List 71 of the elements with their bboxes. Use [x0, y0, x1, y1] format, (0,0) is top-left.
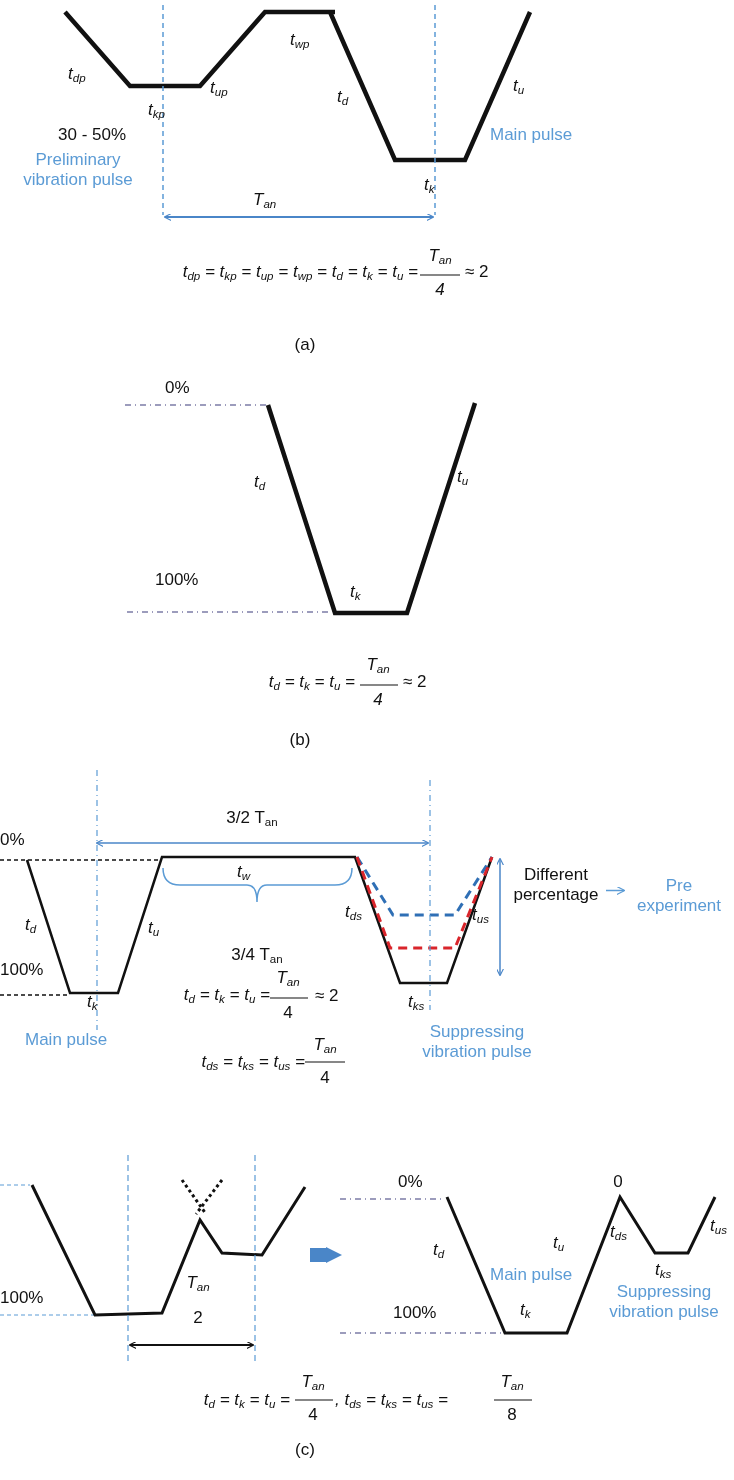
time-symbol: t$_{us}$ [710, 1216, 727, 1236]
time-symbol: t$_{k}$ [350, 582, 361, 602]
level-label: 30 - 50% [58, 125, 127, 145]
time-symbol: t$_{u}$ [148, 918, 160, 938]
formula-text: T$_{an}$ [276, 968, 300, 988]
formula-text: 4 [373, 690, 383, 710]
time-symbol: t$_{u}$ [553, 1233, 565, 1253]
formula-text: , t$_{ds}$ = t$_{ks}$ = t$_{us}$ = [335, 1390, 448, 1410]
text-label: Different percentage [506, 865, 606, 905]
time-symbol: t$_{wp}$ [290, 30, 310, 50]
level-label: 0% [398, 1172, 423, 1192]
time-symbol: t$_{ks}$ [408, 992, 425, 1012]
time-symbol: t$_{k}$ [87, 992, 98, 1012]
dimension-label: 3/4 T$_{an}$ [231, 945, 283, 965]
dimension-label: T$_{an}$ [253, 190, 277, 210]
time-symbol: t$_{k}$ [424, 175, 435, 195]
level-label: 100% [0, 960, 44, 980]
formula-text: t$_{ds}$ = t$_{ks}$ = t$_{us}$ = [201, 1052, 305, 1072]
formula-text: ≈ 2 [465, 262, 489, 282]
formula-text: T$_{an}$ [313, 1035, 337, 1055]
pulse-label: Main pulse [490, 125, 573, 145]
pulse-label: Suppressing vibration pulse [608, 1282, 720, 1322]
formula-text: T$_{an}$ [500, 1372, 524, 1392]
level-label: 100% [393, 1303, 437, 1323]
formula-text: ≈ 2 [315, 986, 339, 1006]
formula-text: T$_{an}$ [301, 1372, 325, 1392]
time-symbol: t$_{d}$ [254, 472, 266, 492]
time-symbol: t$_{u}$ [457, 467, 469, 487]
time-symbol: t$_{us}$ [472, 905, 489, 925]
time-symbol: t$_{kp}$ [148, 100, 165, 120]
arrow [605, 885, 626, 896]
dimension-label: 3/2 T$_{an}$ [226, 808, 278, 828]
time-symbol: t$_{ds}$ [345, 902, 362, 922]
level-label: 100% [155, 570, 199, 590]
formula-text: T$_{an}$ [428, 246, 452, 266]
pulse-label: Suppressing vibration pulse [421, 1022, 533, 1062]
time-symbol: t$_{ds}$ [610, 1222, 627, 1242]
time-symbol: t$_{up}$ [210, 78, 228, 98]
time-symbol: t$_{k}$ [520, 1300, 531, 1320]
formula-text: T$_{an}$ [366, 655, 390, 675]
level-label: 0% [165, 378, 190, 398]
panel-label: (b) [289, 730, 311, 750]
formula-text: t$_{d}$ = t$_{k}$ = t$_{u}$ = [268, 672, 355, 692]
formula-text: 4 [283, 1003, 293, 1023]
formula-text: 4 [435, 280, 445, 300]
time-symbol: t$_{d}$ [337, 87, 349, 107]
formula-text: 8 [507, 1405, 517, 1425]
text-label: Pre experiment [624, 876, 734, 916]
pulse-label: Preliminary vibration pulse [22, 150, 134, 190]
formula-text: t$_{d}$ = t$_{k}$ = t$_{u}$ = [183, 985, 270, 1005]
dimension-label: 2 [193, 1308, 203, 1328]
time-symbol: t$_{d}$ [433, 1240, 445, 1260]
pulse-label: Main pulse [490, 1265, 573, 1285]
time-symbol: t$_{d}$ [25, 915, 37, 935]
level-label: 0% [0, 830, 25, 850]
level-label: 0 [613, 1172, 623, 1192]
formula-text: t$_{dp}$ = t$_{kp}$ = t$_{up}$ = t$_{wp}$ = t$_{d}$ = t$_{k}$ = t$_{u}$ = [182, 262, 418, 282]
panel-label: (c) [295, 1440, 315, 1460]
time-symbol: t$_{w}$ [237, 862, 251, 882]
time-symbol: t$_{u}$ [513, 76, 525, 96]
panel-label: (a) [294, 335, 316, 355]
formula-text: ≈ 2 [403, 672, 427, 692]
time-symbol: t$_{dp}$ [68, 64, 86, 84]
dimension-label: T$_{an}$ [186, 1273, 210, 1293]
time-symbol: t$_{ks}$ [655, 1260, 672, 1280]
block-arrow [310, 1247, 342, 1263]
formula-text: 4 [320, 1068, 330, 1088]
pulse-label: Main pulse [25, 1030, 108, 1050]
formula-text: 4 [308, 1405, 318, 1425]
level-label: 100% [0, 1288, 44, 1308]
formula-text: t$_{d}$ = t$_{k}$ = t$_{u}$ = [203, 1390, 290, 1410]
